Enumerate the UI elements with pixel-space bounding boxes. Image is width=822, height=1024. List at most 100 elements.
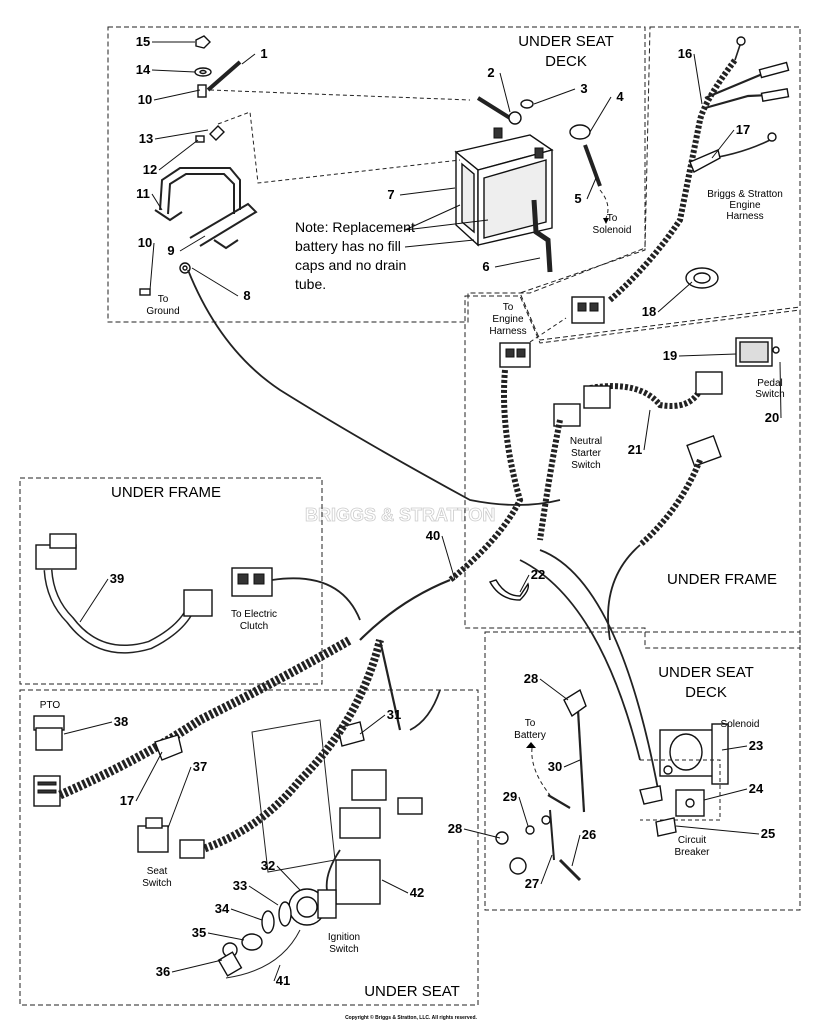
battery-cable-4 xyxy=(583,144,602,187)
callout-leader-10 xyxy=(149,242,155,291)
battery-holder xyxy=(154,167,258,250)
callout-28: 28 xyxy=(524,671,538,686)
harness-clip-17 xyxy=(154,734,183,761)
terminal-cap-28b xyxy=(509,857,527,875)
callout-32: 32 xyxy=(261,858,275,873)
region-under-seat-deck-right-line1: UNDER SEAT xyxy=(658,664,754,681)
label-neutral-3: Switch xyxy=(571,460,600,471)
region-under-seat-deck-top-line1: UNDER SEAT xyxy=(518,33,614,50)
main-harness-up xyxy=(448,369,524,583)
clutch-connector-b xyxy=(183,589,213,617)
bolt-27 xyxy=(549,809,555,861)
label-to-engine-harness-3: Harness xyxy=(489,326,526,337)
clutch-wire xyxy=(271,577,361,621)
callout-20: 20 xyxy=(765,410,779,425)
callout-38: 38 xyxy=(114,714,128,729)
callout-24: 24 xyxy=(749,781,764,796)
label-to-battery-2: Battery xyxy=(514,730,546,741)
callout-leader-39 xyxy=(79,578,109,623)
region-under-seat-deck-right-line2: DECK xyxy=(685,684,727,701)
bracket-outline xyxy=(251,719,336,873)
boot-28-top xyxy=(563,688,587,718)
callout-39: 39 xyxy=(110,571,124,586)
label-to-solenoid-1: To xyxy=(607,213,618,224)
note-line1: Note: Replacement xyxy=(295,219,415,235)
boot-25 xyxy=(655,817,677,837)
callout-33: 33 xyxy=(233,878,247,893)
callout-13: 13 xyxy=(139,131,153,146)
callout-42: 42 xyxy=(410,885,424,900)
label-to-electric-clutch-1: To Electric xyxy=(231,609,277,620)
callout-27: 27 xyxy=(525,876,539,891)
label-solenoid: Solenoid xyxy=(721,719,760,730)
callout-21: 21 xyxy=(628,442,642,457)
ground-hardware xyxy=(139,262,191,296)
callout-leader-1 xyxy=(241,53,256,65)
label-ignition-switch-1: Ignition xyxy=(328,932,360,943)
label-ignition-switch-2: Switch xyxy=(329,944,358,955)
label-engine-harness-1: Briggs & Stratton xyxy=(707,189,783,200)
callout-16: 16 xyxy=(678,46,692,61)
note-line4: tube. xyxy=(295,276,326,292)
callout-3: 3 xyxy=(580,81,587,96)
wire-to-solenoid-2 xyxy=(539,549,661,801)
engine-wire-d xyxy=(734,44,741,61)
clutch-harness-39-inner xyxy=(45,569,193,653)
callout-leader-32 xyxy=(276,865,301,891)
battery-cable-2 xyxy=(476,96,512,120)
callout-4: 4 xyxy=(616,89,624,104)
arrow-head-battery xyxy=(526,742,536,748)
callout-leader-22 xyxy=(519,574,530,593)
callout-41: 41 xyxy=(276,973,290,988)
callout-leader-14 xyxy=(151,69,196,73)
note-line3: caps and no drain xyxy=(295,257,406,273)
region-under-frame-left: UNDER FRAME xyxy=(111,484,221,501)
ring-terminal-2 xyxy=(767,132,777,142)
key-wire-41 xyxy=(225,929,301,979)
box-under-seat xyxy=(19,689,479,1006)
region-under-frame-right: UNDER FRAME xyxy=(667,571,777,588)
callout-leader-23 xyxy=(721,745,748,751)
callout-leader-25 xyxy=(675,825,760,835)
callout-leader-38 xyxy=(63,721,113,735)
label-neutral-2: Starter xyxy=(571,448,602,459)
callout-leader-30 xyxy=(563,759,581,768)
callout-leader-12 xyxy=(158,139,199,171)
arrow-head xyxy=(603,218,609,224)
callout-leader-3 xyxy=(533,88,576,105)
engine-harness-connector xyxy=(571,296,605,324)
callout-leader-10 xyxy=(153,89,201,101)
callout-12: 12 xyxy=(143,162,157,177)
harness-right xyxy=(638,458,703,548)
callout-leader-19 xyxy=(678,353,737,357)
connector-center-2 xyxy=(397,797,423,815)
watermark: BRIGGS & STRATTON xyxy=(305,505,495,525)
callouts: 1234567891010111213141516171718192021222… xyxy=(63,34,782,988)
label-pedal-switch-1: Pedal xyxy=(757,378,783,389)
circuit-breaker xyxy=(675,789,705,817)
callout-leader-33 xyxy=(248,885,279,906)
note-line2: battery has no fill xyxy=(295,238,401,254)
label-circuit-breaker-2: Breaker xyxy=(674,847,710,858)
callout-leader-4 xyxy=(589,96,612,133)
callout-leader-34 xyxy=(230,908,263,921)
callout-leader-41 xyxy=(273,964,281,982)
callout-leader-18 xyxy=(657,281,693,313)
callout-17: 17 xyxy=(736,122,750,137)
callout-5: 5 xyxy=(574,191,581,206)
harness-21 xyxy=(589,383,703,409)
callout-leader-40 xyxy=(441,535,456,581)
callout-28: 28 xyxy=(448,821,462,836)
clutch-connector xyxy=(35,533,77,570)
wire-center-a xyxy=(409,689,441,731)
note-leaders xyxy=(404,204,489,231)
callout-17: 17 xyxy=(120,793,134,808)
label-to-engine-harness-1: To xyxy=(503,302,514,313)
seat-switch-connector xyxy=(179,839,205,859)
callout-leader-42 xyxy=(381,879,409,894)
label-to-engine-harness-2: Engine xyxy=(492,314,524,325)
callout-leader-37 xyxy=(167,766,192,829)
main-trunk xyxy=(359,578,451,641)
ignition-connector-top xyxy=(339,807,381,839)
callout-leader-24 xyxy=(703,788,748,801)
